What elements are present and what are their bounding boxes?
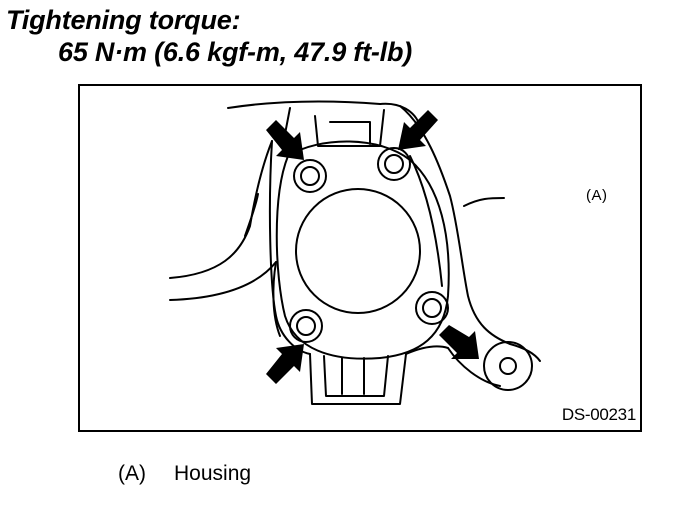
legend: (A) Housing [118,462,251,486]
housing-drawing [169,100,541,405]
legend-key: (A) [118,462,146,485]
figure-id: DS-00231 [561,405,636,424]
torque-heading: Tightening torque: 65 N·m (6.6 kgf-m, 47… [6,4,412,68]
figure-frame: (A) DS-00231 [78,84,642,432]
torque-value: 65 N·m (6.6 kgf-m, 47.9 ft-lb) [58,37,413,67]
callout-label-a: (A) [586,187,608,204]
torque-title: Tightening torque: [6,5,241,35]
legend-text: Housing [174,462,252,485]
